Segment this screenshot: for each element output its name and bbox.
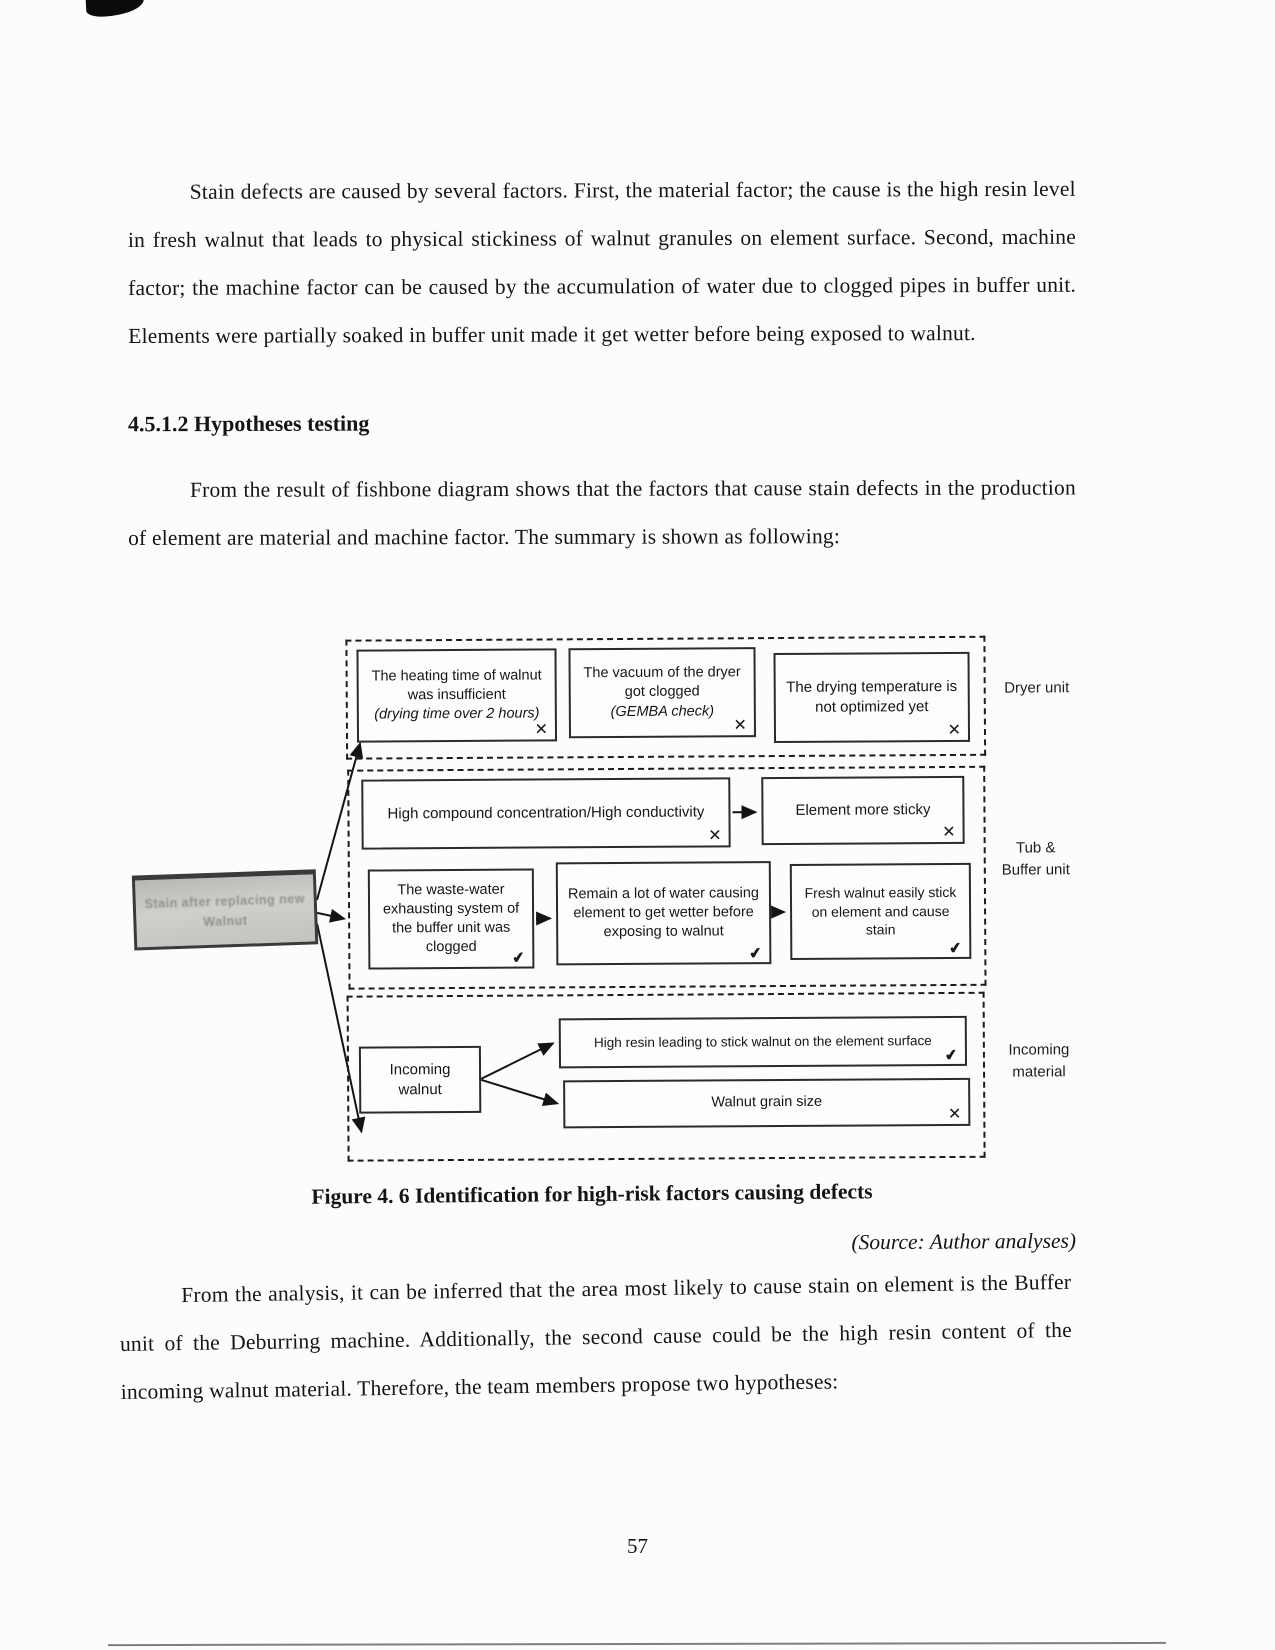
cause-note: (GEMBA check): [610, 702, 715, 720]
section-label-incoming-material: Incoming material: [989, 1039, 1089, 1083]
paragraph-stain-defects: Stain defects are caused by several fact…: [127, 176, 1077, 348]
effect-box-remaining-water: Remain a lot of water causing element to…: [555, 861, 772, 966]
x-mark-icon: ✕: [733, 717, 747, 735]
section-label-line1: Tub &: [1015, 839, 1056, 857]
x-mark-icon: ✕: [942, 824, 956, 842]
paragraph-analysis-conclusion: From the analysis, it can be inferred th…: [119, 1269, 1073, 1404]
section-label-line2: material: [1012, 1063, 1066, 1081]
effect-text: Remain a lot of water causing element to…: [567, 884, 760, 941]
factor-text: Walnut grain size: [711, 1094, 823, 1111]
figure-diagram: Stain after replacing new Walnut The hea…: [118, 627, 1121, 1173]
root-problem-text-line2: Walnut: [203, 913, 248, 929]
factor-box-high-resin: High resin leading to stick walnut on th…: [558, 1015, 968, 1069]
cause-text: The heating time of walnut was insuffici…: [371, 667, 542, 704]
cause-box-heating-time: The heating time of walnut was insuffici…: [356, 648, 558, 743]
source-text-line2: walnut: [398, 1080, 442, 1098]
factor-box-grain-size: Walnut grain size ✕: [563, 1077, 971, 1129]
effect-box-element-sticky: Element more sticky ✕: [761, 775, 965, 846]
cause-box-vacuum-clogged: The vacuum of the dryer got clogged (GEM…: [568, 647, 757, 739]
source-text-line1: Incoming: [389, 1060, 451, 1079]
section-label-line1: Incoming: [1008, 1041, 1070, 1059]
cause-box-compound-concentration: High compound concentration/High conduct…: [361, 777, 731, 850]
root-problem-box: Stain after replacing new Walnut: [131, 869, 319, 951]
effect-text: Fresh walnut easily stick on element and…: [804, 884, 957, 938]
effect-box-fresh-walnut-stick: Fresh walnut easily stick on element and…: [789, 862, 972, 960]
section-label-line2: Buffer unit: [1001, 861, 1070, 879]
section-label-dryer-unit: Dryer unit: [1004, 679, 1070, 697]
source-box-incoming-walnut: Incoming walnut: [358, 1045, 482, 1114]
check-mark-icon: ✔: [748, 943, 764, 963]
x-mark-icon: ✕: [947, 1106, 962, 1124]
figure-source: (Source: Author analyses): [851, 1228, 1077, 1255]
paragraph-fishbone-result: From the result of fishbone diagram show…: [128, 475, 1076, 550]
check-mark-icon: ✔: [948, 938, 964, 958]
root-problem-text-line1: Stain after replacing new: [144, 891, 306, 911]
figure-caption: Figure 4. 6 Identification for high-risk…: [311, 1179, 873, 1209]
cause-text: The drying temperature is not optimized …: [786, 678, 958, 716]
section-heading: 4.5.1.2 Hypotheses testing: [127, 410, 370, 437]
effect-text: Element more sticky: [795, 801, 931, 820]
page-number: 57: [627, 1534, 648, 1558]
x-mark-icon: ✕: [534, 721, 549, 739]
cause-text: The vacuum of the dryer got clogged: [583, 664, 741, 701]
check-mark-icon: ✔: [944, 1045, 960, 1065]
x-mark-icon: ✕: [947, 722, 962, 740]
scan-corner-artifact: [85, 0, 145, 18]
cause-note: (drying time over 2 hours): [374, 705, 540, 723]
cause-text: The waste-water exhausting system of the…: [382, 881, 520, 956]
cause-box-waste-water-clogged: The waste-water exhausting system of the…: [367, 868, 535, 970]
cause-text: High compound concentration/High conduct…: [387, 803, 705, 823]
cause-box-drying-temperature: The drying temperature is not optimized …: [773, 651, 971, 744]
section-label-buffer-unit: Tub & Buffer unit: [984, 837, 1088, 881]
factor-text: High resin leading to stick walnut on th…: [593, 1033, 932, 1051]
x-mark-icon: ✕: [708, 827, 722, 845]
scan-bottom-edge-artifact: [107, 1641, 1167, 1647]
